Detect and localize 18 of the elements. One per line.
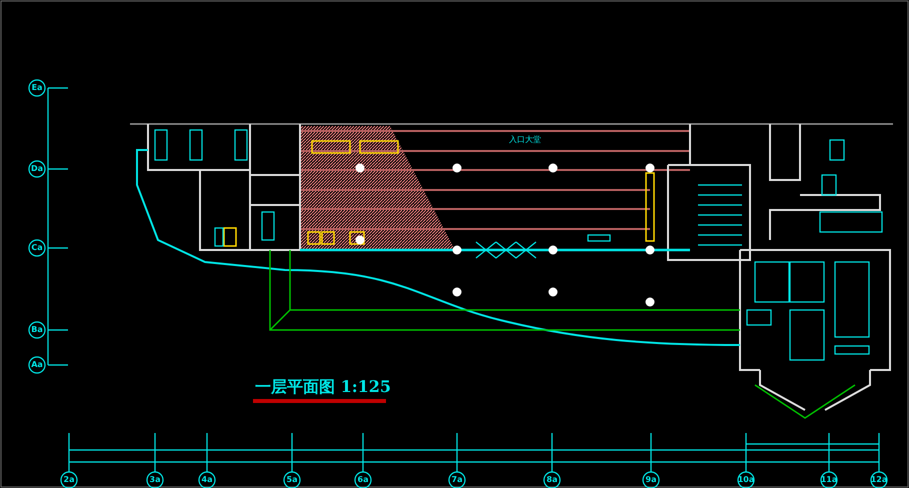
grid-axis-label: Da [30,165,44,173]
drawing-title: 一层平面图 1:125 [255,377,392,398]
grid-axis-label: 8a [546,476,558,484]
grid-axis-label: 7a [452,476,462,484]
grid-axis-label: 3a [150,476,160,484]
grid-axis-label: Aa [31,361,43,369]
grid-axis-label: 12a [870,476,888,484]
room-label: 入口大堂 [509,136,541,144]
grid-axis-label: 4a [202,476,212,484]
grid-axis-label: Ca [31,244,43,252]
grid-axis-label: 5a [286,476,298,484]
grid-axis-label: 11a [820,476,838,484]
grid-axis-label: 9a [646,476,656,484]
grid-axis-label: 6a [358,476,368,484]
grid-axis-label: 2a [64,476,74,484]
grid-axis-label: Ea [32,84,42,92]
grid-axis-label: Ba [31,326,43,334]
grid-axis-label: 10a [738,476,754,484]
